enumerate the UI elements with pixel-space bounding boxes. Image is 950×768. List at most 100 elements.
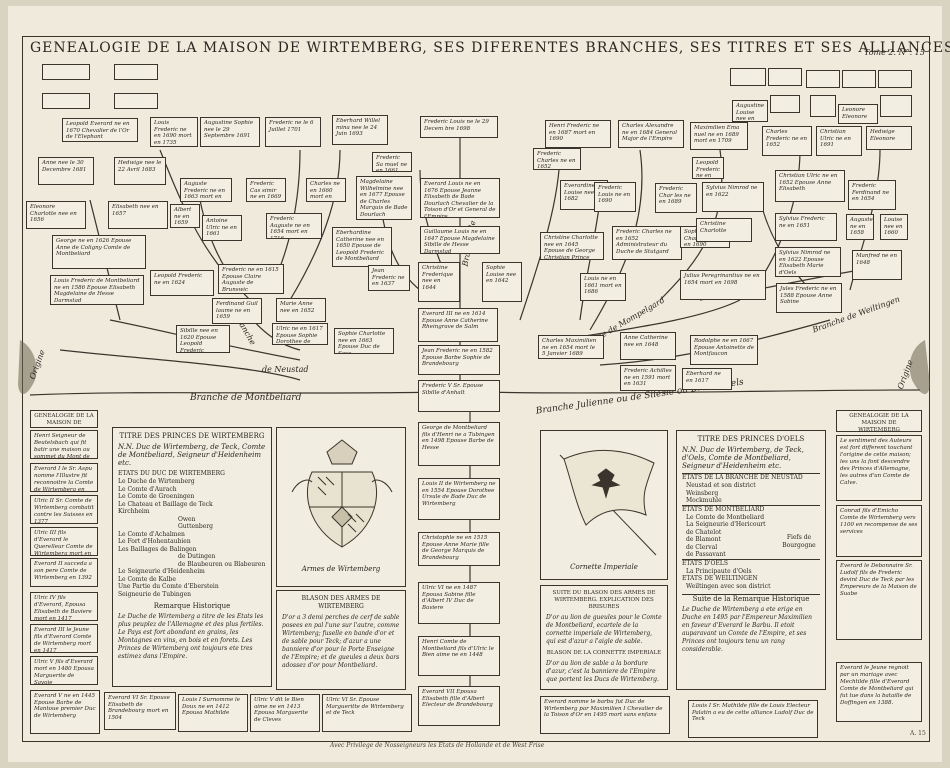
weiltingen-item: Weiltingen avec son district <box>686 583 771 590</box>
branch-label-neustad: de Neustad <box>262 365 309 374</box>
tree-box: George ne en 1626 Epouse Anne de Coligny… <box>52 235 146 269</box>
left-figure <box>18 340 37 395</box>
tree-box: Leopold Frederic ne en 1624 <box>150 270 214 296</box>
tree-box: Sophie Louise nee en 1642 <box>482 262 522 302</box>
tree-box: Charles Frederic ne en 1652 <box>762 126 812 156</box>
tree-box: Hedwige Eleonore <box>866 126 912 150</box>
tree-box: Frederic Sa muel ne en 1661 <box>372 152 412 172</box>
state-item: Une Partie du Comte d'Eberstein <box>118 583 219 590</box>
tree-box: Frederic Louis ne le 29 Decem bre 1698 <box>420 116 498 138</box>
tree-box: Auguste ne en 1658 <box>846 214 874 240</box>
tree-box: Frederic Charles ne en 1652 Administrate… <box>612 226 682 260</box>
tree-box: Sylvius Frederic ne en 1651 <box>775 213 837 241</box>
montbeliard-item: de Passavant <box>686 551 726 558</box>
imperial-banner-icon <box>559 449 657 556</box>
tree-box: Julius Peregrinantius ne en 1654 mort en… <box>680 270 766 300</box>
weiltingen-heading: Etats de Weiltingen <box>682 575 758 582</box>
state-item: Owen <box>178 515 196 523</box>
tree-box: Frederic Charles ne en 1652 <box>533 148 581 170</box>
remarque-heading: Remarque Historique <box>153 602 231 610</box>
left-entry: Everard II succeda a son pere Comte de W… <box>30 558 98 587</box>
state-item: de Dutingen <box>178 553 216 560</box>
tome-number: Tome 2. N°. 15 <box>864 48 925 57</box>
tree-box: Frederic Cas simir ne en 1669 <box>246 178 286 202</box>
oels-item: La Principaute d'Oels <box>686 567 752 575</box>
state-item: Le Fort d'Hohentaubien <box>118 538 191 545</box>
empty-box <box>770 95 800 113</box>
montbeliard-item: La Seigneurie d'Hericourt <box>686 521 766 528</box>
tree-box: Auguste Frederic ne en 1663 mort en 1668 <box>180 178 232 202</box>
empty-box <box>880 95 912 117</box>
branch-line-julienne <box>479 389 921 394</box>
oels-subtitle: N.N. Duc de Wirtemberg, de Teck, d'Oels,… <box>682 446 804 470</box>
empty-box <box>114 93 158 109</box>
tree-box: Leopold Frederic ne en 1700 <box>692 157 724 179</box>
coat-of-arms-icon <box>291 439 393 548</box>
tree-box: Everard III ne en 1614 Epouse Anne Cathe… <box>418 308 498 342</box>
tree-box: Elisabeth nee en 1657 <box>108 201 168 229</box>
tree-box: Antoine Ulric ne en 1661 <box>202 215 242 241</box>
state-item: de Blaubeuren ou Blabeuren <box>178 560 266 568</box>
tree-box: Ulric ne en 1617 Epouse Sophie Dorothee … <box>272 323 328 345</box>
tree-box: Frederic V Sr. Epouse Sibille d'Anhalt <box>418 380 500 412</box>
left-entry: Ulric II Sr. Comte de Wirtemberg combati… <box>30 495 98 524</box>
tree-box: Frederic Achilles ne en 1591 mort en 163… <box>620 365 676 391</box>
state-item: Le Comte d'Achalmen <box>118 530 185 538</box>
suite-blason-text: D'or au lion de gueules pour le Comte de… <box>546 614 662 645</box>
tree-box: Christian Ulric ne en 1652 Epouse Anne E… <box>775 170 845 202</box>
montbeliard-item: de Blamont <box>686 536 721 543</box>
titres-heading: Titre des Princes de Wirtemberg <box>119 432 265 440</box>
weiltingen-list: Weiltingen avec son district <box>682 583 820 591</box>
tree-box: Magdelaine Wilhelmine nee en 1677 Epouse… <box>356 176 412 220</box>
bottom-entry: Ulric V dit le Bien aime ne en 1413 Epou… <box>250 694 320 732</box>
arms-caption: Armes de Wirtemberg <box>301 565 381 573</box>
empty-box <box>730 68 766 86</box>
left-entry: Everard I le Sr. Aspu nomme l'Illustre f… <box>30 463 98 492</box>
right-entry: Everard le Jeune regnoit par un mariage … <box>836 662 922 722</box>
tree-box: Guillaume Louis ne en 1647 Epouse Magdel… <box>420 226 500 254</box>
state-item: Le Chateau et Baillage de Teck <box>118 500 213 508</box>
bottom-entry: Everard V ne en 1445 Epouse Barbe de Man… <box>30 690 100 734</box>
tree-box: Everard Louis ne en 1676 Epouse Jeanne E… <box>420 178 500 218</box>
montbeliard-item: Le Comte de Montbeliard <box>686 513 765 521</box>
neustad-item: Mockmuhle <box>686 497 722 504</box>
tree-box: Sibille nee en 1620 Epouse Leopold Frede… <box>176 325 230 353</box>
tree-box: Christine Charlotte nee en 1645 Epouse d… <box>540 232 604 260</box>
tree-box: Frederic ne en 1615 Epouse Claire August… <box>218 264 284 294</box>
states-heading: Etats du Duc de Wirtemberg <box>118 470 225 477</box>
suite-blason-heading: Suite du Blason des Armes de Wirtemberg.… <box>552 590 656 610</box>
tree-box: Frederic Louis ne en 1690 <box>594 182 636 212</box>
tree-box: Hedwige nee le 22 Avril 1683 <box>114 157 166 185</box>
montbeliard-item: de Clerval <box>686 543 718 551</box>
branch-label-montbeliard: Branche de Montbeliard <box>190 393 302 403</box>
tree-box: Jules Frederic ne en 1588 Epouse Anne Sa… <box>776 283 842 313</box>
tree-box: Louis Frederic ne en 1690 mort en 1735 <box>150 117 198 147</box>
tree-box: Jean Frederic ne en 1582 Epouse Barbe So… <box>418 345 500 375</box>
empty-box <box>114 64 158 80</box>
tree-box: Maximilien Ema nuel ne en 1689 mort en 1… <box>690 122 748 150</box>
center-entry: Louis II de Wirtemberg ne en 1554 Epouse… <box>418 478 500 520</box>
state-item: Le Comte de Groeningen <box>118 493 195 500</box>
tree-box: Frederic Auguste ne en 1654 mort en 1716 <box>266 213 322 239</box>
tree-box: Leonore Eleonore <box>838 104 878 124</box>
oels-panel: Titre des Princes d'Oels N.N. Duc de Wir… <box>676 430 826 690</box>
empty-box <box>806 70 840 88</box>
tree-box: Augustine Sophie nee le 29 Septembre 169… <box>200 117 260 147</box>
montbeliard-heading: Etats de Montbeliard <box>682 504 820 514</box>
tree-box: Sylvius Nimrod ne en 1622 Epouse Elisabe… <box>775 247 841 277</box>
tree-box: Marie Anne nee en 1652 <box>276 298 326 322</box>
tree-box: Frederic ne le 6 Juillet 1701 <box>265 117 321 147</box>
bottom-entry: Louis I Surnomme le Doux ne en 1412 Epou… <box>178 694 248 732</box>
blason-cornette-text: D'or au lion de sable a la bordure d'azu… <box>546 660 659 683</box>
cornette-caption: Cornette Imperiale <box>570 563 638 571</box>
left-entry: Ulric IV fils d'Everard, Epousa Elisabet… <box>30 592 98 621</box>
titres-panel: Titre des Princes de Wirtemberg N.N. Duc… <box>112 427 272 687</box>
tree-box: Eberhard Willel mina nee le 24 Juin 1693 <box>332 115 388 145</box>
empty-box <box>42 93 90 109</box>
fiefs-label: Fiefs de Bourgogne <box>782 533 816 549</box>
corner-mark: A. 15 <box>910 730 926 737</box>
bottom-entry: Louis I Sr. Mathilde fille de Louis Elec… <box>688 700 818 738</box>
arms-panel: Armes de Wirtemberg <box>276 427 406 587</box>
